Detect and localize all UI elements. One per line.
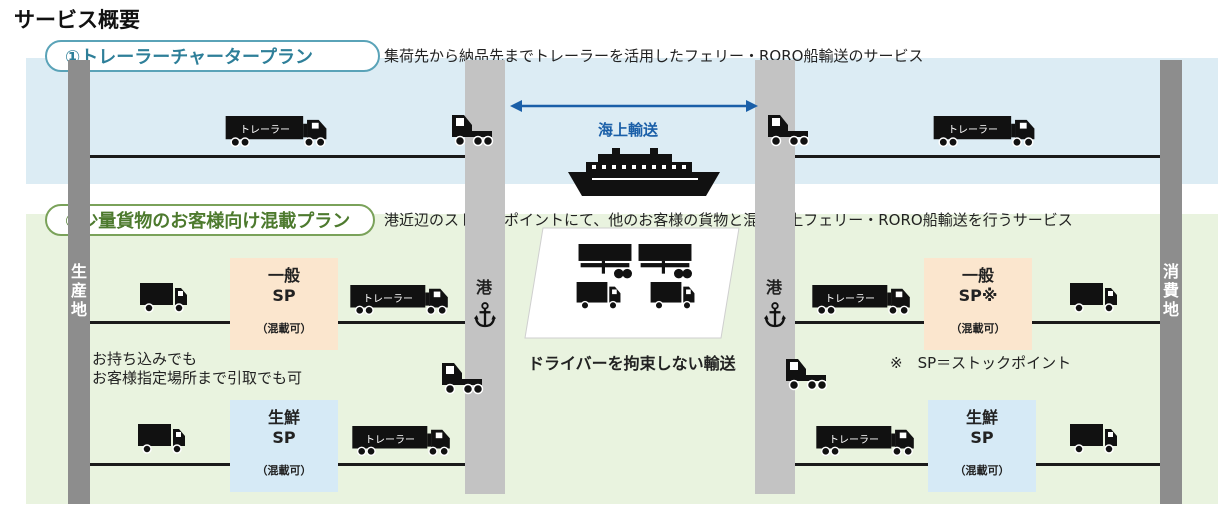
- ship-deck-panel: [524, 227, 740, 339]
- right-fresh-sp-code: SP: [970, 428, 994, 447]
- plan2-right-upper-trailer-text: トレーラー: [825, 294, 875, 305]
- left-lower-truck-icon: [138, 424, 186, 454]
- right-general-sp-name: 一般: [961, 266, 994, 285]
- plan2-label: ②少量貨物のお客様向け混載プラン: [45, 204, 375, 236]
- deck-truck-icon-1: [575, 282, 622, 310]
- destination-pillar: [1160, 60, 1182, 504]
- left-upper-truck-icon: [140, 283, 188, 313]
- sp-footnote: ※ SP＝ストックポイント: [890, 354, 1072, 372]
- right-fresh-sp-name: 生鮮: [965, 408, 998, 427]
- left-fresh-sp-code: SP: [272, 428, 296, 447]
- destination-label: 消費地: [1162, 262, 1179, 319]
- right-anchor-icon: [764, 302, 786, 328]
- plan2-right-lower-trailer-text: トレーラー: [829, 435, 879, 446]
- left-fresh-sp-name: 生鮮: [267, 408, 300, 427]
- page-title: サービス概要: [14, 8, 140, 32]
- sea-arrow: [510, 100, 758, 112]
- plan1-left-road: [90, 155, 465, 158]
- plan1-left-tractor-icon: [451, 114, 494, 147]
- right-port-label: 港: [766, 278, 783, 297]
- sea-transport-label: 海上輸送: [598, 121, 659, 139]
- plan1-right-trailer-text: トレーラー: [948, 125, 998, 136]
- left-general-sp-name: 一般: [267, 266, 300, 285]
- left-anchor-icon: [474, 302, 496, 328]
- left-fresh-sp: 生鮮 SP （混載可）: [230, 400, 338, 492]
- origin-label: 生産地: [70, 262, 87, 319]
- pickup-note: お持ち込みでも お客様指定場所まで引取でも可: [92, 350, 302, 388]
- plan2-description: 港近辺のストックポイントにて、他のお客様の貨物と混載の上フェリー・RORO船輸送…: [384, 211, 1073, 229]
- right-general-sp: 一般 SP※ （混載可）: [924, 258, 1032, 350]
- driver-note: ドライバーを拘束しない輸送: [528, 354, 736, 373]
- deck-chassis-icon-1: [578, 244, 632, 279]
- plan1-right-tractor-icon: [767, 114, 810, 147]
- right-fresh-sp-tag: （混載可）: [954, 464, 1010, 477]
- right-general-sp-code: SP※: [958, 286, 998, 305]
- origin-pillar: [68, 60, 90, 504]
- left-general-sp: 一般 SP （混載可）: [230, 258, 338, 350]
- right-upper-truck-icon: [1070, 283, 1118, 313]
- right-fresh-sp: 生鮮 SP （混載可）: [928, 400, 1036, 492]
- left-general-sp-code: SP: [272, 286, 296, 305]
- pickup-note-line-1: お持ち込みでも: [92, 350, 198, 368]
- plan2-left-tractor-icon: [441, 362, 484, 395]
- left-fresh-sp-tag: （混載可）: [256, 464, 312, 477]
- deck-chassis-icon-2: [638, 244, 692, 279]
- right-lower-truck-icon: [1070, 424, 1118, 454]
- right-general-sp-tag: （混載可）: [950, 322, 1006, 335]
- pickup-note-line-2: お客様指定場所まで引取でも可: [92, 369, 303, 387]
- left-general-sp-tag: （混載可）: [256, 322, 312, 335]
- plan2-left-lower-trailer-text: トレーラー: [365, 435, 415, 446]
- ship-icon: [568, 148, 720, 196]
- plan2-right-tractor-icon: [785, 358, 828, 391]
- plan1-label: ①トレーラーチャータープラン: [45, 40, 380, 72]
- plan2-left-upper-trailer-text: トレーラー: [363, 294, 413, 305]
- plan1-left-trailer-text: トレーラー: [240, 125, 290, 136]
- deck-truck-icon-2: [649, 282, 696, 310]
- plan1-right-road: [795, 155, 1160, 158]
- left-port-label: 港: [476, 278, 493, 297]
